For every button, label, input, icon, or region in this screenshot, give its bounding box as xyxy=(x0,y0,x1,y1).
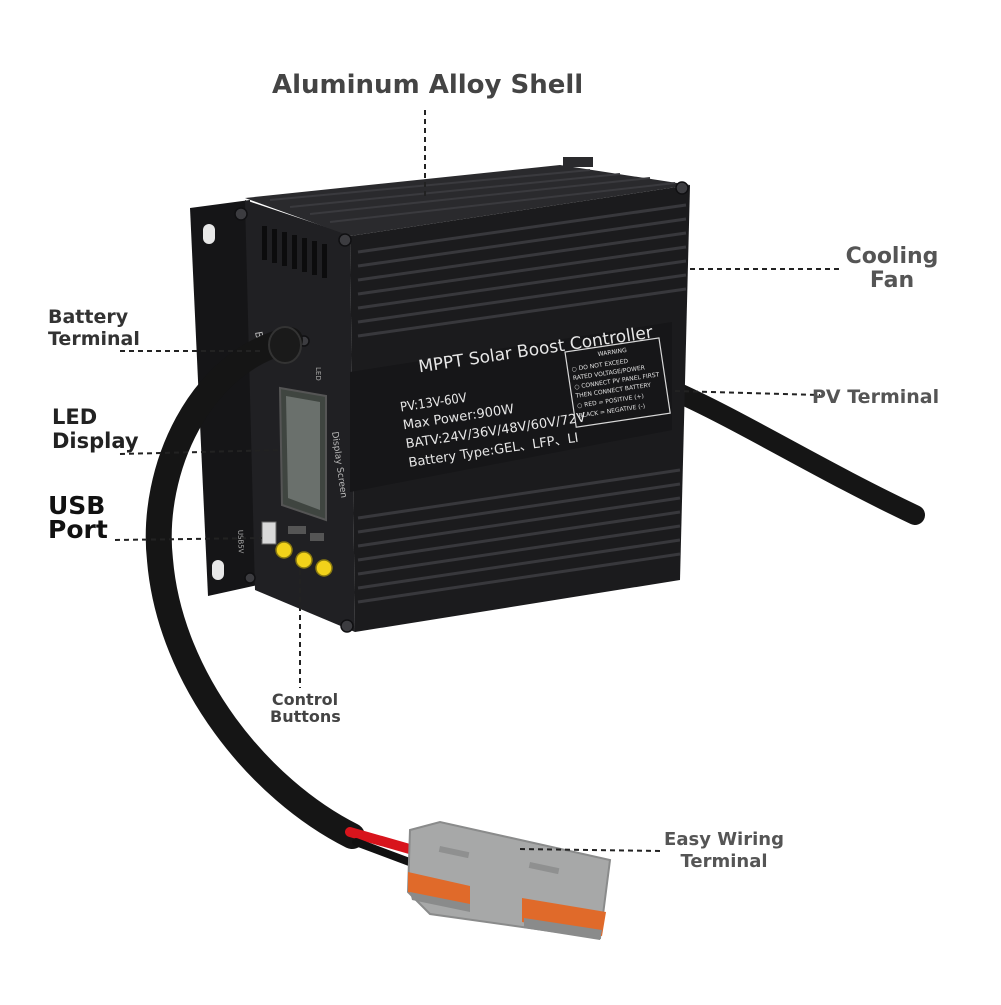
button-legend-2 xyxy=(310,533,324,541)
callout-led-line1: LED xyxy=(52,405,98,429)
callout-wiring-line1: Easy Wiring xyxy=(664,829,784,850)
red-wire xyxy=(345,827,425,857)
label-plate xyxy=(350,322,672,492)
cable-gland xyxy=(268,326,302,364)
callout-fan: Cooling Fan xyxy=(838,245,946,293)
usb-socket xyxy=(261,521,277,545)
control-button-1 xyxy=(275,541,293,559)
callout-led-line2: Display xyxy=(52,429,139,453)
callout-fan-line2: Fan xyxy=(869,268,915,293)
callout-wiring: Easy Wiring Terminal xyxy=(660,829,788,873)
flange-hole-top xyxy=(203,224,215,244)
leader-pv xyxy=(674,390,821,396)
side-vents xyxy=(262,226,327,278)
side-led-label: LED xyxy=(314,367,322,381)
front-fins-lower xyxy=(357,468,681,604)
callout-usb: USB Port xyxy=(48,491,108,544)
callout-buttons: Control Buttons xyxy=(270,690,341,726)
callout-usb-line1: USB xyxy=(48,491,106,520)
flange-hole-bottom xyxy=(212,560,224,580)
leader-usb xyxy=(114,537,263,541)
callout-usb-line2: Port xyxy=(48,515,108,544)
side-usb-label: USB5V xyxy=(236,530,245,554)
warning-title: WARNING xyxy=(597,347,627,358)
mounting-flange xyxy=(190,200,258,596)
callout-shell: Aluminum Alloy Shell xyxy=(272,70,584,100)
callout-battery-line1: Battery xyxy=(48,306,129,328)
callout-pv: PV Terminal xyxy=(812,386,940,408)
lcd-glass xyxy=(286,396,320,510)
control-button-2 xyxy=(295,551,313,569)
callout-buttons-line2: Buttons xyxy=(270,707,341,726)
screws xyxy=(234,181,689,633)
callout-buttons-line1: Control xyxy=(271,690,339,709)
front-fins-upper xyxy=(357,203,687,338)
callout-battery: Battery Terminal xyxy=(48,306,140,350)
callout-fan-line1: Cooling xyxy=(845,244,939,269)
button-legend xyxy=(288,526,306,534)
wiring-connector xyxy=(406,820,612,940)
top-fins xyxy=(269,169,676,223)
control-button-3 xyxy=(315,559,333,577)
callout-battery-line2: Terminal xyxy=(48,328,140,350)
battery-cable xyxy=(145,327,365,849)
callout-wiring-line2: Terminal xyxy=(680,851,768,872)
callout-led: LED Display xyxy=(52,405,139,453)
pv-cable xyxy=(662,380,925,525)
top-latch xyxy=(563,157,593,167)
